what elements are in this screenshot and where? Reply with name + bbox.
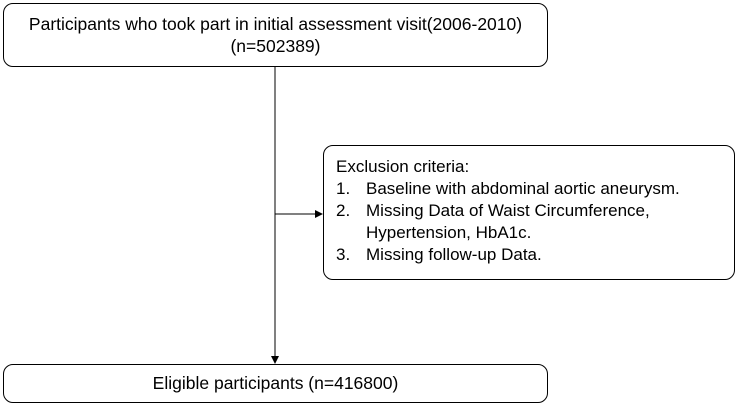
exclusion-item: 2. Missing Data of Waist Circumference, … [336,200,734,244]
exclusion-item-number: 2. [336,201,351,220]
exclusion-item: 1. Baseline with abdominal aortic aneury… [336,178,734,200]
exclusion-item-text: Missing Data of Waist Circumference, [366,201,650,220]
initial-assessment-box: Participants who took part in initial as… [3,3,548,67]
exclusion-heading: Exclusion criteria: [336,157,470,176]
exclusion-item-number: 1. [336,179,351,198]
exclusion-item-text: Hypertension, HbA1c. [366,223,532,242]
exclusion-item: 3. Missing follow-up Data. [336,244,734,266]
exclusion-item-number: 3. [336,245,351,264]
exclusion-list: 1. Baseline with abdominal aortic aneury… [336,178,734,266]
exclusion-item-text: Baseline with abdominal aortic aneurysm. [366,179,680,198]
exclusion-criteria-box: Exclusion criteria: 1. Baseline with abd… [323,145,735,280]
exclusion-item-text: Missing follow-up Data. [366,245,542,264]
eligible-participants-label: Eligible participants (n=416800) [152,373,399,393]
initial-assessment-title: Participants who took part in initial as… [28,14,523,34]
initial-assessment-count: (n=502389) [230,36,321,56]
eligible-participants-box: Eligible participants (n=416800) [3,364,548,403]
